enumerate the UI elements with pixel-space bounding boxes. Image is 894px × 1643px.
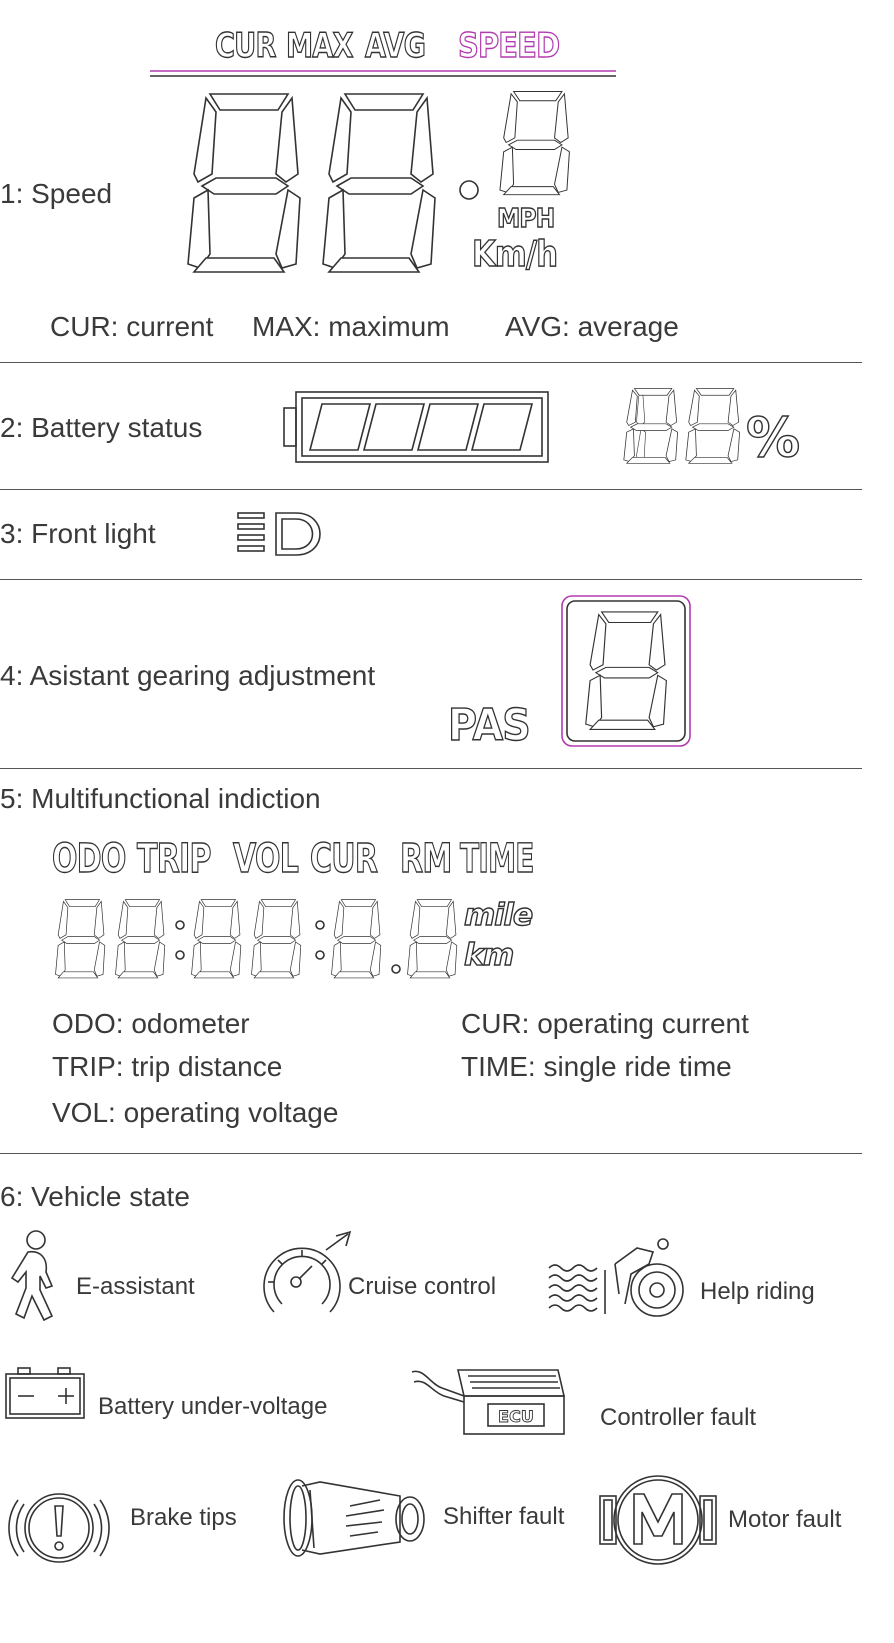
battery-percent-sign: % (745, 405, 801, 469)
multi-digit (331, 899, 382, 979)
speed-mode-avg: AVG (364, 25, 426, 66)
state-label-cruise: Cruise control (348, 1273, 497, 1300)
svg-text:ECU: ECU (498, 1407, 534, 1426)
speed-legend-max: MAX: maximum (252, 311, 450, 342)
speedometer-icon (263, 1230, 352, 1313)
multi-digit (191, 899, 242, 979)
pas-tag: PAS (447, 699, 531, 751)
multi-digit (251, 899, 302, 979)
state-label-controller: Controller fault (600, 1404, 757, 1431)
multi-legend-odo: ODO: odometer (52, 1008, 250, 1039)
pas-level-display (561, 595, 691, 747)
walking-person-icon (10, 1230, 54, 1322)
state-label-motor: Motor fault (728, 1506, 842, 1533)
multi-digit (115, 899, 166, 979)
speed-unit-mph: MPH (496, 203, 555, 234)
cyclist-icon (548, 1238, 684, 1317)
multi-mode-rm: RM (399, 835, 452, 882)
multi-digit (55, 899, 106, 979)
vehicle-label: 6: Vehicle state (0, 1181, 190, 1212)
state-label-e-assistant: E-assistant (76, 1273, 195, 1300)
multi-legend-cur: CUR: operating current (461, 1008, 749, 1039)
battery-bar-icon (283, 391, 549, 463)
multi-legend-vol: VOL: operating voltage (52, 1097, 339, 1128)
speed-label: 1: Speed (0, 178, 113, 209)
multi-mode-vol: VOL (232, 835, 299, 882)
multi-separator-dot (391, 964, 401, 974)
state-label-battery-uv: Battery under-voltage (98, 1393, 328, 1420)
motor-icon (599, 1475, 717, 1565)
multi-separator-dot (175, 920, 185, 930)
state-label-help-riding: Help riding (700, 1278, 815, 1305)
divider-1 (0, 362, 862, 363)
speed-mode-cur: CUR (214, 25, 277, 66)
battery-icon (5, 1367, 85, 1419)
multi-mode-cur: CUR (309, 835, 378, 882)
divider-5 (0, 1153, 862, 1154)
throttle-icon (283, 1479, 425, 1557)
battery-percent-digits (623, 388, 740, 464)
multi-mode-trip: TRIP (136, 835, 212, 882)
multi-separator-dot (175, 950, 185, 960)
pas-label: 4: Asistant gearing adjustment (0, 660, 376, 691)
speed-mode-active: SPEED (457, 25, 560, 66)
state-label-shifter: Shifter fault (443, 1503, 565, 1530)
speed-legend-cur: CUR: current (50, 311, 214, 342)
multi-unit-mile: mile (463, 897, 534, 933)
speed-mode-max: MAX (285, 25, 354, 66)
speed-digit-1 (187, 93, 301, 273)
multi-label: 5: Multifunctional indiction (0, 783, 321, 814)
multi-separator-dot (315, 920, 325, 930)
divider-3 (0, 579, 862, 580)
divider-4 (0, 768, 862, 769)
multi-digit (407, 899, 458, 979)
multi-unit-km: km (463, 937, 515, 973)
speed-unit-kmh: Km/h (471, 233, 558, 275)
front-light-label: 3: Front light (0, 518, 156, 549)
multi-digits (55, 899, 458, 979)
ecu-icon: ECU (411, 1369, 566, 1435)
speed-legend-avg: AVG: average (505, 311, 679, 342)
multi-mode-odo: ODO (51, 835, 126, 882)
speed-header-rule (150, 70, 616, 77)
multi-separator-dot (315, 950, 325, 960)
state-label-brake: Brake tips (130, 1504, 237, 1531)
speed-digit-decimal (499, 91, 570, 196)
divider-2 (0, 489, 862, 490)
headlight-icon (237, 512, 321, 556)
multi-legend-trip: TRIP: trip distance (52, 1051, 283, 1082)
brake-warning-icon (8, 1493, 110, 1563)
speed-digits (187, 91, 570, 273)
multi-legend-time: TIME: single ride time (461, 1051, 732, 1082)
multi-mode-time: TIME (460, 835, 535, 882)
battery-label: 2: Battery status (0, 412, 203, 443)
speed-digit-2 (322, 93, 436, 273)
